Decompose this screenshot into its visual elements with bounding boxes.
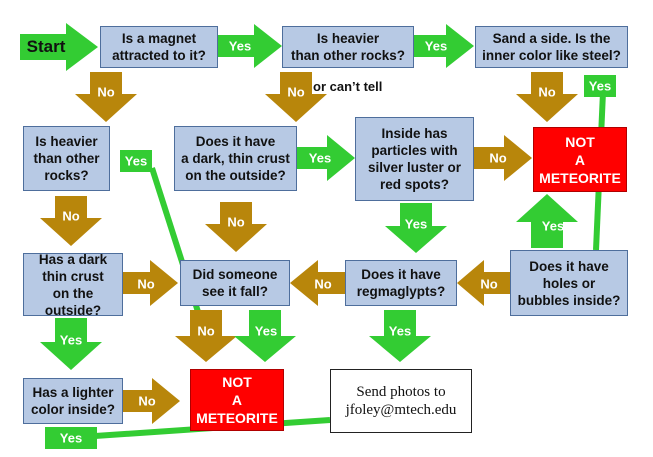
no-label-crust-mid: No: [227, 214, 245, 230]
no-arrow-heavier-down: [265, 72, 327, 122]
start-arrow: [20, 23, 98, 71]
yes-arrow-holes-up: [516, 194, 578, 248]
node-not-meteorite-bottom: NOT A METEORITE: [190, 369, 284, 431]
yes-label-see-fall: Yes: [254, 323, 278, 339]
yes-label-particles: Yes: [404, 216, 428, 232]
yes-label-heavier: Yes: [424, 38, 448, 54]
no-label-sand-side: No: [538, 84, 556, 100]
no-label-see-fall: No: [197, 323, 215, 339]
no-arrow-particles-to-not-meteorite: [474, 135, 532, 181]
node-holes: Does it have holes or bubbles inside?: [510, 250, 628, 316]
node-regmaglypts: Does it have regmaglypts?: [345, 260, 457, 306]
node-particles: Inside has particles with silver luster …: [355, 117, 474, 201]
node-lighter-color: Has a lighter color inside?: [23, 378, 123, 424]
node-see-fall: Did someone see it fall?: [180, 260, 290, 306]
no-label-regmaglypts: No: [314, 276, 332, 292]
yes-arrow-heavier-to-sand: [414, 24, 474, 68]
no-label-particles: No: [489, 150, 507, 166]
yes-arrow-particles-down: [385, 203, 447, 253]
yes-label-sand-side: Yes: [588, 78, 612, 94]
yes-arrow-regmaglypts-down: [369, 310, 431, 362]
no-arrow-magnet-down: [75, 72, 137, 122]
no-label-magnet: No: [97, 84, 115, 100]
no-arrow-holes-to-regmaglypts: [457, 260, 510, 306]
yes-label-crust-left: Yes: [59, 332, 83, 348]
yes-label-heavier-left: Yes: [124, 153, 148, 169]
node-heavier-top: Is heavier than other rocks?: [282, 26, 414, 68]
no-arrow-sand-down: [516, 72, 578, 122]
no-label-holes: No: [480, 276, 498, 292]
start-label: Start: [26, 37, 66, 56]
yes-arrow-crust-left-down: [40, 318, 102, 370]
node-magnet: Is a magnet attracted to it?: [100, 26, 218, 68]
no-arrow-regmaglypts-to-see-fall: [290, 260, 345, 306]
no-arrow-heavier-left-down: [40, 196, 102, 246]
no-label-heavier: No: [287, 84, 305, 100]
yes-tag-lighter: [45, 427, 97, 449]
no-arrow-crust-mid-down: [205, 202, 267, 252]
or-cant-tell-label: or can’t tell: [313, 79, 383, 94]
node-crust-mid: Does it have a dark, thin crust on the o…: [174, 126, 297, 191]
yes-arrow-magnet-to-heavier: [218, 24, 282, 68]
yes-label-holes: Yes: [541, 218, 565, 234]
no-label-crust-left: No: [137, 276, 155, 292]
node-crust-left: Has a dark thin crust on the outside?: [23, 252, 123, 318]
node-heavier-left: Is heavier than other rocks?: [23, 126, 110, 191]
no-arrow-crust-left-to-see-fall: [123, 260, 178, 306]
yes-arrow-crust-to-particles: [297, 135, 355, 181]
no-arrow-see-fall-down: [175, 310, 237, 362]
yes-label-lighter: Yes: [59, 430, 83, 446]
yes-arrow-see-fall-down: [234, 310, 296, 362]
yes-label-crust-mid: Yes: [308, 150, 332, 166]
yes-label-regmaglypts: Yes: [388, 323, 412, 339]
no-arrow-lighter-to-not-meteorite: [123, 378, 180, 424]
no-label-heavier-left: No: [62, 208, 80, 224]
node-send-photos: Send photos to jfoley@mtech.edu: [330, 369, 472, 433]
node-sand-side: Sand a side. Is the inner color like ste…: [475, 26, 628, 68]
yes-tag-sand-side: [584, 75, 616, 97]
yes-tag-heavier-left: [120, 150, 152, 172]
node-not-meteorite-top: NOT A METEORITE: [533, 127, 627, 192]
yes-label-magnet: Yes: [228, 38, 252, 54]
no-label-lighter: No: [138, 393, 156, 409]
